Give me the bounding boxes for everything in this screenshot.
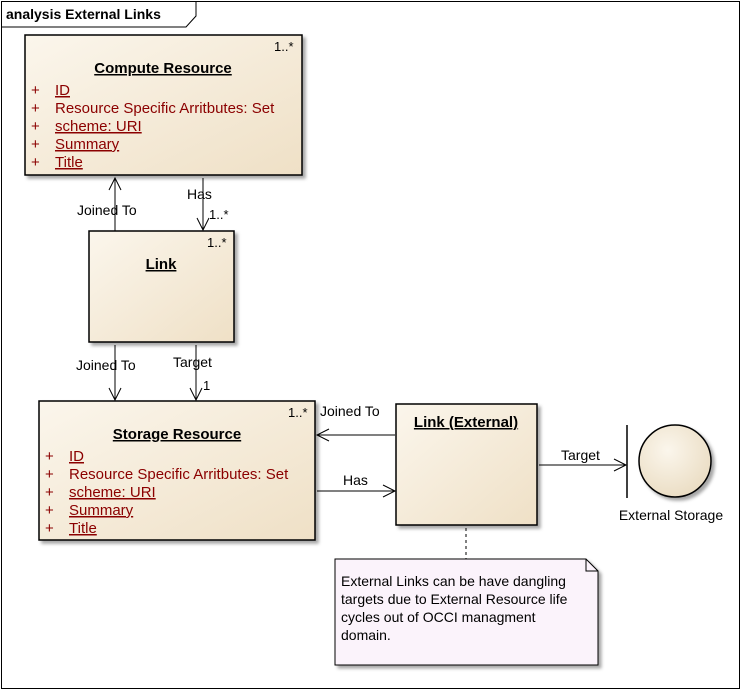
attr-visibility: + bbox=[31, 136, 40, 153]
external-storage-node[interactable]: External Storage bbox=[619, 424, 723, 523]
attr-visibility: + bbox=[45, 520, 54, 537]
compute-multiplicity: 1..* bbox=[274, 39, 294, 54]
compute-title: Compute Resource bbox=[94, 60, 232, 77]
note[interactable]: External Links can be have dangling targ… bbox=[334, 558, 599, 666]
edge-ext-target bbox=[539, 458, 628, 472]
storage-resource-box bbox=[38, 400, 316, 541]
note-line: domain. bbox=[341, 627, 391, 643]
edge-label-joined-to: Joined To bbox=[320, 403, 380, 419]
edge-label-target: Target bbox=[173, 354, 212, 370]
storage-title: Storage Resource bbox=[113, 426, 241, 443]
note-shape bbox=[334, 558, 599, 666]
edge-label-joined-to: Joined To bbox=[77, 202, 137, 218]
compute-resource-box bbox=[24, 34, 303, 176]
attr-visibility: + bbox=[31, 82, 40, 99]
edge-label-has: Has bbox=[343, 472, 368, 488]
edge-link-storage-target bbox=[189, 345, 203, 402]
attr-id: ID bbox=[55, 82, 70, 99]
edge-storage-ext-has bbox=[317, 484, 397, 498]
edge-ext-storage-joined bbox=[315, 428, 395, 442]
attr-scheme: scheme: URI bbox=[69, 484, 156, 501]
link-external-class[interactable]: Link (External) bbox=[395, 403, 538, 526]
attr-id: ID bbox=[69, 448, 84, 465]
frame-tab bbox=[1, 1, 197, 28]
attr-visibility: + bbox=[31, 154, 40, 171]
attr-resource-specific: Resource Specific Arritbutes: Set bbox=[69, 466, 289, 483]
edge-label-joined-to: Joined To bbox=[76, 357, 136, 373]
attr-visibility: + bbox=[45, 448, 54, 465]
link-box bbox=[88, 230, 235, 343]
edge-compute-link-has bbox=[196, 178, 210, 232]
note-fold bbox=[585, 559, 598, 572]
link-external-title: Link (External) bbox=[414, 414, 518, 431]
edge-multiplicity: 1 bbox=[203, 378, 210, 393]
attr-visibility: + bbox=[31, 100, 40, 117]
note-line: targets due to External Resource life bbox=[341, 591, 568, 607]
link-class[interactable]: 1..* Link bbox=[88, 230, 235, 343]
compute-resource-class[interactable]: 1..* Compute Resource + ID + Resource Sp… bbox=[24, 34, 303, 176]
edge-label-target: Target bbox=[561, 447, 600, 463]
note-line: External Links can be have dangling bbox=[341, 573, 566, 589]
attr-resource-specific: Resource Specific Arritbutes: Set bbox=[55, 100, 275, 117]
attr-title: Title bbox=[55, 154, 83, 171]
storage-attrs: + ID + Resource Specific Arritbutes: Set… bbox=[45, 448, 289, 537]
edge-link-storage-joined bbox=[108, 345, 122, 402]
attr-summary: Summary bbox=[69, 502, 134, 519]
attr-visibility: + bbox=[45, 484, 54, 501]
storage-circle bbox=[638, 424, 712, 498]
attr-summary: Summary bbox=[55, 136, 120, 153]
edge-multiplicity: 1..* bbox=[209, 207, 229, 222]
attr-title: Title bbox=[69, 520, 97, 537]
edge-label-has: Has bbox=[187, 186, 212, 202]
external-storage-label: External Storage bbox=[619, 507, 723, 523]
storage-multiplicity: 1..* bbox=[288, 405, 308, 420]
attr-visibility: + bbox=[45, 502, 54, 519]
link-external-box bbox=[395, 403, 538, 526]
link-title: Link bbox=[146, 256, 177, 273]
storage-resource-class[interactable]: 1..* Storage Resource + ID + Resource Sp… bbox=[38, 400, 316, 541]
attr-scheme: scheme: URI bbox=[55, 118, 142, 135]
attr-visibility: + bbox=[45, 466, 54, 483]
note-line: cycles out of OCCI managment bbox=[341, 609, 536, 625]
edge-link-compute-joined bbox=[108, 176, 122, 231]
frame-title: analysis External Links bbox=[6, 6, 161, 22]
link-multiplicity: 1..* bbox=[207, 235, 227, 250]
compute-attrs: + ID + Resource Specific Arritbutes: Set… bbox=[31, 82, 275, 171]
attr-visibility: + bbox=[31, 118, 40, 135]
